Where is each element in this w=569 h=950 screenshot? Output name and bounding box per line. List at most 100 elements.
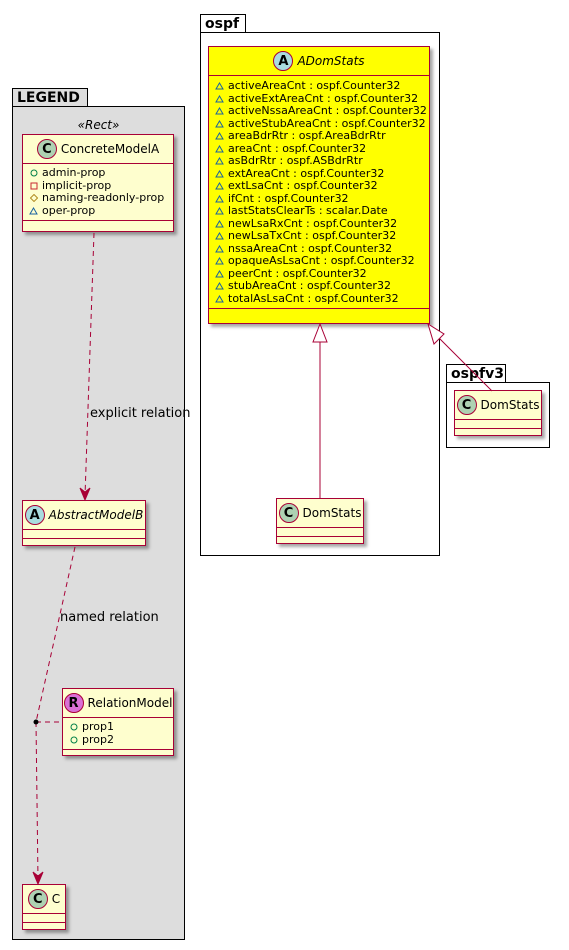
- class-field: opaqueAsLsaCnt : ospf.Counter32: [215, 254, 425, 268]
- package-visibility-icon: [215, 232, 224, 240]
- field-text: extAreaCnt : ospf.Counter32: [228, 166, 385, 180]
- private-visibility-icon: [29, 182, 38, 190]
- package-visibility-icon: [215, 207, 224, 215]
- field-text: newLsaRxCnt : ospf.Counter32: [228, 216, 398, 230]
- field-text: activeStubAreaCnt : ospf.Counter32: [228, 116, 426, 130]
- generalization-edge-ospfv3: [438, 337, 493, 392]
- explicit-relation-label: explicit relation: [90, 406, 191, 421]
- field-text: naming-readonly-prop: [42, 191, 165, 204]
- generalization-arrowhead-ospfv3: [427, 322, 445, 345]
- field-text: totalAsLsaCnt : ospf.Counter32: [228, 291, 399, 305]
- field-text: stubAreaCnt : ospf.Counter32: [228, 279, 391, 292]
- class-c[interactable]: C C: [22, 884, 66, 930]
- class-glyph: C: [42, 141, 52, 157]
- package-visibility-icon: [215, 269, 224, 278]
- class-glyph: C: [33, 891, 43, 907]
- package-visibility-icon: [215, 169, 224, 178]
- class-field: totalAsLsaCnt : ospf.Counter32: [215, 291, 425, 306]
- package-visibility-icon: [215, 144, 224, 153]
- field-text: oper-prop: [42, 203, 96, 217]
- class-field: implicit-prop: [29, 178, 169, 193]
- class-glyph: A: [29, 507, 40, 523]
- package-visibility-icon: [215, 132, 224, 140]
- abstract-a-icon: A: [273, 51, 294, 71]
- class-name: ConcreteModelA: [60, 142, 160, 156]
- package-visibility-icon: [215, 257, 224, 265]
- field-text: admin-prop: [42, 166, 106, 179]
- field-text: ifCnt : ospf.Counter32: [228, 191, 349, 205]
- field-text: prop2: [82, 732, 114, 746]
- field-text: extLsaCnt : ospf.Counter32: [228, 179, 378, 192]
- package-visibility-icon: [215, 282, 224, 290]
- class-c-icon: C: [278, 503, 299, 523]
- field-text: areaBdrRtr : ospf.AreaBdrRtr: [228, 129, 386, 142]
- association-point: [33, 719, 39, 725]
- class-field: lastStatsClearTs : scalar.Date: [215, 204, 425, 218]
- field-text: activeNssaAreaCnt : ospf.Counter32: [228, 104, 427, 117]
- field-text: activeAreaCnt : ospf.Counter32: [228, 79, 401, 92]
- class-name: DomStats: [480, 398, 540, 412]
- class-field: asBdrRtr : ospf.ASBdrRtr: [215, 154, 425, 168]
- class-field: areaBdrRtr : ospf.AreaBdrRtr: [215, 129, 425, 143]
- class-field: stubAreaCnt : ospf.Counter32: [215, 279, 425, 293]
- package-visibility-icon: [215, 219, 224, 228]
- legend-package-title: LEGEND: [17, 90, 80, 106]
- public-visibility-icon: [69, 723, 78, 731]
- legend-stereotype: «Rect»: [12, 118, 185, 132]
- package-visibility-icon: [215, 182, 224, 190]
- package-visibility-icon: [215, 157, 224, 165]
- class-field: extAreaCnt : ospf.Counter32: [215, 166, 425, 181]
- named-relation-label: named relation: [60, 610, 159, 625]
- class-field: activeExtAreaCnt : ospf.Counter32: [215, 91, 425, 106]
- class-field: admin-prop: [29, 166, 169, 180]
- field-text: activeExtAreaCnt : ospf.Counter32: [228, 91, 419, 105]
- protected-visibility-icon: [29, 194, 38, 203]
- explicit-relation-edge: [84, 232, 95, 497]
- public-visibility-icon: [69, 736, 78, 744]
- legend-package-tab: LEGEND: [12, 88, 88, 107]
- generalization-arrowhead-ospf: [312, 322, 328, 343]
- named-relation-edge-to-c: [35, 721, 39, 881]
- class-field: newLsaTxCnt : ospf.Counter32: [215, 229, 425, 243]
- class-ospf-domstats[interactable]: C DomStats: [276, 498, 364, 544]
- field-text: areaCnt : ospf.Counter32: [228, 141, 367, 155]
- named-relation-arrowhead: [32, 871, 44, 886]
- class-abstract-model-b[interactable]: A AbstractModelB: [22, 500, 146, 546]
- field-text: nssaAreaCnt : ospf.Counter32: [228, 241, 393, 255]
- class-name: C: [51, 892, 61, 906]
- class-field: extLsaCnt : ospf.Counter32: [215, 179, 425, 193]
- class-field: peerCnt : ospf.Counter32: [215, 267, 425, 281]
- class-adomstats[interactable]: A ADomStats activeAreaCnt : ospf.Counter…: [208, 46, 430, 324]
- class-ospfv3-domstats[interactable]: C DomStats: [454, 390, 542, 436]
- class-c-icon: C: [456, 395, 477, 415]
- ospfv3-package-title: ospfv3: [451, 366, 504, 382]
- package-visibility-icon: [215, 119, 224, 128]
- class-field: oper-prop: [29, 203, 169, 218]
- package-visibility-icon: [215, 94, 224, 103]
- field-text: prop1: [82, 720, 114, 733]
- class-field: activeNssaAreaCnt : ospf.Counter32: [215, 104, 427, 118]
- class-field: areaCnt : ospf.Counter32: [215, 141, 425, 156]
- named-relation-edge: [35, 546, 76, 723]
- class-field: newLsaRxCnt : ospf.Counter32: [215, 216, 425, 231]
- abstract-a-icon: A: [24, 505, 45, 525]
- legend-stereotype-text: «Rect»: [77, 118, 120, 132]
- field-text: implicit-prop: [42, 178, 112, 192]
- class-name: AbstractModelB: [48, 508, 144, 522]
- class-name: RelationModel: [87, 696, 173, 710]
- class-field: activeStubAreaCnt : ospf.Counter32: [215, 116, 426, 131]
- field-text: opaqueAsLsaCnt : ospf.Counter32: [228, 254, 415, 267]
- class-glyph: C: [283, 505, 294, 521]
- field-text: asBdrRtr : ospf.ASBdrRtr: [228, 154, 363, 167]
- package-visibility-icon: [215, 82, 224, 90]
- class-glyph: A: [278, 53, 289, 69]
- relation-r-icon: R: [63, 693, 84, 713]
- class-field: nssaAreaCnt : ospf.Counter32: [215, 241, 425, 256]
- field-text: lastStatsClearTs : scalar.Date: [228, 204, 388, 217]
- class-glyph: R: [68, 695, 79, 711]
